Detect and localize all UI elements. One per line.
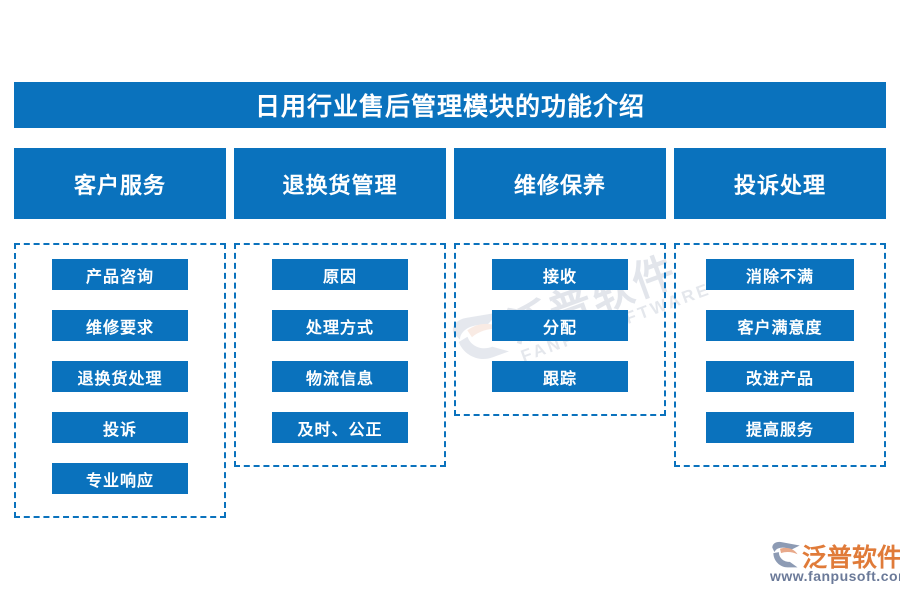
category-columns: 产品咨询 维修要求 退换货处理 投诉 专业响应 原因 处理方式 物流信息 及时、… xyxy=(14,243,886,518)
brand-logo: 泛普软件 www.fanpusoft.com xyxy=(768,538,900,590)
category-header-maintenance[interactable]: 维修保养 xyxy=(454,148,666,219)
list-item[interactable]: 消除不满 xyxy=(706,259,854,290)
brand-name: 泛普软件 xyxy=(802,544,900,572)
list-item[interactable]: 投诉 xyxy=(52,412,188,443)
brand-url: www.fanpusoft.com xyxy=(770,568,900,584)
list-item[interactable]: 及时、公正 xyxy=(272,412,408,443)
list-item[interactable]: 维修要求 xyxy=(52,310,188,341)
list-item[interactable]: 客户满意度 xyxy=(706,310,854,341)
list-item[interactable]: 产品咨询 xyxy=(52,259,188,290)
page-title: 日用行业售后管理模块的功能介绍 xyxy=(14,82,886,128)
column-returns-management: 原因 处理方式 物流信息 及时、公正 xyxy=(234,243,446,467)
list-item[interactable]: 跟踪 xyxy=(492,361,628,392)
category-header-row: 客户服务 退换货管理 维修保养 投诉处理 xyxy=(14,148,886,219)
category-header-complaint-handling[interactable]: 投诉处理 xyxy=(674,148,886,219)
list-item[interactable]: 提高服务 xyxy=(706,412,854,443)
column-maintenance: 接收 分配 跟踪 xyxy=(454,243,666,416)
fanpu-logo-icon xyxy=(772,541,800,568)
list-item[interactable]: 物流信息 xyxy=(272,361,408,392)
list-item[interactable]: 接收 xyxy=(492,259,628,290)
category-header-customer-service[interactable]: 客户服务 xyxy=(14,148,226,219)
list-item[interactable]: 专业响应 xyxy=(52,463,188,494)
list-item[interactable]: 退换货处理 xyxy=(52,361,188,392)
list-item[interactable]: 原因 xyxy=(272,259,408,290)
column-customer-service: 产品咨询 维修要求 退换货处理 投诉 专业响应 xyxy=(14,243,226,518)
list-item[interactable]: 处理方式 xyxy=(272,310,408,341)
list-item[interactable]: 分配 xyxy=(492,310,628,341)
category-header-returns-management[interactable]: 退换货管理 xyxy=(234,148,446,219)
list-item[interactable]: 改进产品 xyxy=(706,361,854,392)
column-complaint-handling: 消除不满 客户满意度 改进产品 提高服务 xyxy=(674,243,886,467)
